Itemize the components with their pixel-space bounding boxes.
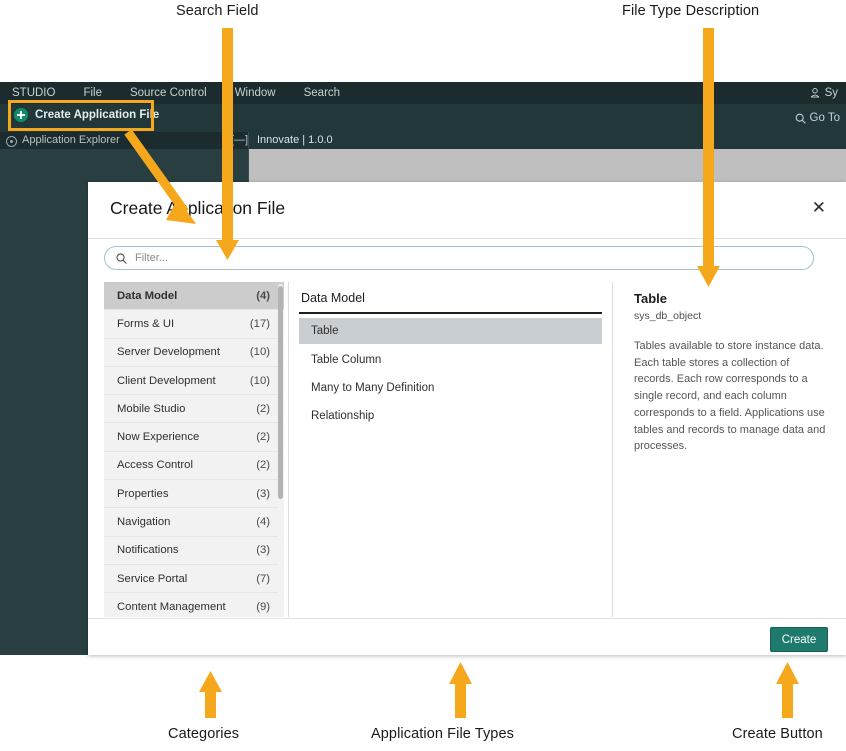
category-label: Service Portal: [117, 572, 188, 585]
create-application-file-toolbar-button[interactable]: Create Application File: [14, 108, 159, 122]
menu-item-file[interactable]: File: [83, 87, 102, 99]
category-count: (2): [256, 402, 270, 415]
category-item-forms-ui[interactable]: Forms & UI (17): [104, 310, 284, 339]
categories-list[interactable]: Data Model (4) Forms & UI (17) Server De…: [104, 282, 284, 617]
menu-bar: STUDIO File Source Control Window Search: [0, 82, 846, 104]
description-body: Tables available to store instance data.…: [634, 340, 826, 453]
search-input[interactable]: Filter...: [104, 246, 814, 270]
file-type-item-relationship[interactable]: Relationship: [299, 403, 602, 429]
file-type-description-panel: Table sys_db_object Tables available to …: [614, 282, 846, 617]
user-label: Sy: [824, 87, 838, 99]
category-count: (9): [256, 600, 270, 613]
category-count: (10): [249, 374, 270, 387]
file-type-item-table[interactable]: Table: [299, 318, 602, 344]
collapse-panel-button[interactable]: [—]: [231, 134, 249, 146]
category-label: Data Model: [117, 289, 178, 302]
search-icon: [795, 113, 806, 124]
category-label: Notifications: [117, 544, 179, 557]
category-item-now-experience[interactable]: Now Experience (2): [104, 423, 284, 452]
tab-innovate[interactable]: Innovate | 1.0.0: [257, 134, 333, 146]
category-label: Access Control: [117, 459, 193, 472]
annotation-label-categories: Categories: [168, 726, 240, 742]
category-count: (3): [256, 487, 270, 500]
annotation-label-create-button: Create Button: [732, 726, 823, 742]
category-count: (2): [256, 459, 270, 472]
category-item-data-model[interactable]: Data Model (4): [104, 282, 284, 311]
category-item-properties[interactable]: Properties (3): [104, 480, 284, 509]
file-type-label: Table Column: [311, 354, 382, 366]
categories-scrollbar-thumb[interactable]: [278, 286, 283, 499]
file-type-item-table-column[interactable]: Table Column: [299, 347, 602, 373]
file-type-label: Relationship: [311, 410, 375, 422]
file-types-column: Data Model Table Table Column Many to Ma…: [288, 282, 613, 617]
dialog-title: Create Application File: [110, 198, 286, 218]
category-item-mobile-studio[interactable]: Mobile Studio (2): [104, 395, 284, 424]
menu-item-window[interactable]: Window: [234, 87, 276, 99]
filter-row: Filter...: [88, 238, 846, 280]
category-label: Now Experience: [117, 431, 200, 444]
category-item-server-development[interactable]: Server Development (10): [104, 339, 284, 367]
category-label: Properties: [117, 487, 169, 500]
annotation-label-application-file-types: Application File Types: [371, 726, 514, 742]
create-application-file-dialog: Create Application File ✕ Filter... Data…: [88, 182, 846, 655]
dialog-header: Create Application File ✕: [88, 182, 846, 239]
create-application-file-toolbar-label: Create Application File: [35, 109, 160, 121]
annotation-label-file-type-description: File Type Description: [622, 3, 760, 19]
user-menu[interactable]: Sy: [809, 82, 838, 104]
description-subtitle: sys_db_object: [634, 310, 702, 322]
category-item-navigation[interactable]: Navigation (4): [104, 508, 284, 537]
create-button[interactable]: Create: [770, 627, 828, 652]
category-label: Server Development: [117, 346, 220, 359]
category-count: (4): [256, 289, 270, 302]
category-count: (2): [256, 431, 270, 444]
go-to-button[interactable]: Go To: [794, 104, 840, 132]
dialog-body: Data Model (4) Forms & UI (17) Server De…: [88, 282, 846, 617]
menu-item-source-control[interactable]: Source Control: [129, 87, 207, 99]
file-types-header: Data Model: [301, 291, 365, 305]
annotation-label-search-field: Search Field: [176, 3, 259, 19]
category-item-notifications[interactable]: Notifications (3): [104, 537, 284, 565]
file-type-label: Table: [311, 325, 339, 337]
tab-strip: Innovate | 1.0.0: [248, 132, 846, 149]
dialog-footer: Create: [88, 618, 846, 656]
annotation-callout-box: [8, 100, 154, 131]
category-label: Content Management: [117, 600, 226, 613]
record-icon: [6, 136, 17, 147]
plus-circle-icon: [14, 108, 28, 122]
menu-item-studio[interactable]: STUDIO: [12, 87, 56, 99]
category-count: (3): [256, 544, 270, 557]
category-count: (7): [256, 572, 270, 585]
menu-item-search[interactable]: Search: [303, 87, 341, 99]
search-icon: [116, 252, 127, 264]
category-item-access-control[interactable]: Access Control (2): [104, 452, 284, 481]
file-type-item-many-to-many-definition[interactable]: Many to Many Definition: [299, 375, 602, 401]
go-to-label: Go To: [809, 112, 840, 124]
category-count: (4): [256, 516, 270, 529]
category-label: Forms & UI: [117, 317, 175, 330]
person-icon: [810, 88, 819, 98]
category-label: Mobile Studio: [117, 402, 186, 415]
file-type-label: Many to Many Definition: [311, 382, 435, 394]
category-item-client-development[interactable]: Client Development (10): [104, 367, 284, 396]
close-icon[interactable]: ✕: [811, 198, 826, 217]
category-item-content-management[interactable]: Content Management (9): [104, 593, 284, 617]
category-count: (17): [249, 317, 270, 330]
description-title: Table: [634, 291, 667, 306]
file-types-header-rule: [299, 312, 602, 314]
category-label: Client Development: [117, 374, 216, 387]
category-item-service-portal[interactable]: Service Portal (7): [104, 565, 284, 594]
category-count: (10): [249, 346, 270, 359]
search-input-placeholder: Filter...: [135, 252, 169, 264]
application-explorer-title: Application Explorer: [22, 134, 120, 146]
category-label: Navigation: [117, 516, 171, 529]
